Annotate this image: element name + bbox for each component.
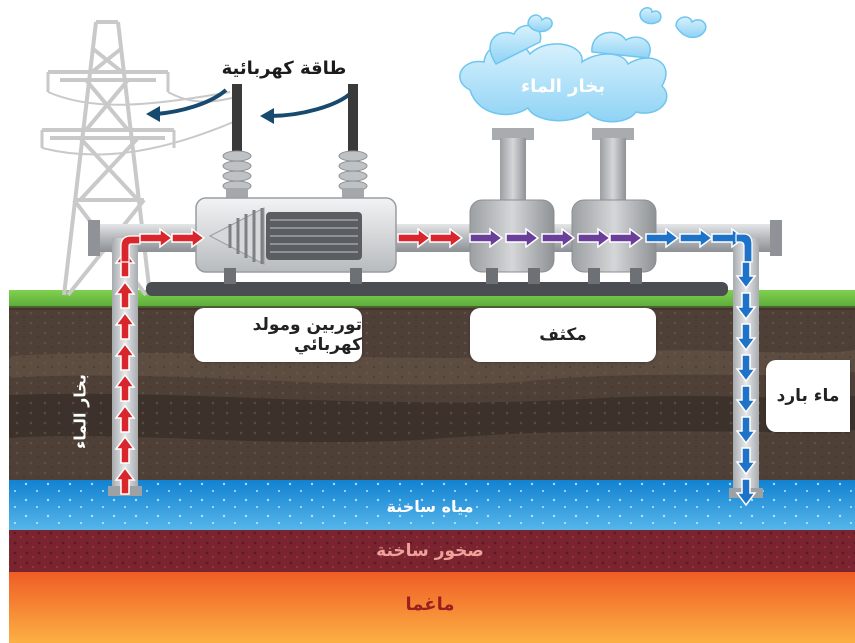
cold-water-down-arrow	[735, 416, 757, 445]
generator-terminals	[222, 84, 368, 200]
cold-water-down-arrow	[735, 354, 757, 383]
condensing-right-arrow	[609, 227, 644, 249]
cold-water-down-arrow	[735, 323, 757, 352]
cold-water-down-arrow	[735, 385, 757, 414]
electric-power-label: طاقة كهربائية	[221, 58, 347, 79]
ground-layers	[9, 290, 855, 643]
condenser-label: مكثف	[470, 308, 656, 362]
plant-base	[146, 282, 728, 296]
steam-up-arrow	[114, 280, 136, 309]
steam-right-arrow	[139, 227, 174, 249]
cold-water-right-arrow	[645, 227, 680, 249]
steam-up-arrow	[114, 373, 136, 402]
cold-water-down-arrow	[735, 261, 757, 290]
turbine-generator-label: توربين ومولد كهربائي	[194, 308, 362, 362]
steam-elbow-arrow	[120, 235, 141, 263]
magma-label: ماغما	[405, 594, 455, 615]
cloud-icon	[459, 7, 707, 123]
cold-water-down-arrow	[735, 447, 757, 476]
flow-arrows	[114, 227, 757, 507]
hot-water-label: مياه ساخنة	[386, 497, 474, 516]
turbine-generator-machine	[195, 197, 397, 284]
steam-up-arrow	[114, 311, 136, 340]
magma-layer	[9, 570, 855, 643]
cold-water-down-arrow	[735, 478, 757, 507]
condensing-right-arrow	[505, 227, 540, 249]
cold-water-down-arrow	[735, 292, 757, 321]
water-vapor-side-label: بخار الماء	[70, 374, 90, 449]
water-vapor-cloud-label: بخار الماء	[520, 76, 606, 97]
condensing-right-arrow	[577, 227, 612, 249]
condenser-units	[469, 128, 657, 284]
hot-rocks-label: صخور ساخنة	[376, 541, 484, 561]
steam-right-arrow	[171, 227, 206, 249]
steam-right-arrow	[397, 227, 432, 249]
condensing-right-arrow	[469, 227, 504, 249]
power-arrows	[146, 88, 354, 124]
cold-water-label: ماء بارد	[766, 360, 850, 432]
steam-up-arrow	[114, 404, 136, 433]
steam-up-arrow	[114, 342, 136, 371]
steam-right-arrow	[429, 227, 464, 249]
condensing-right-arrow	[541, 227, 576, 249]
steam-up-arrow	[114, 466, 136, 495]
steam-up-arrow	[114, 435, 136, 464]
cold-water-right-arrow	[679, 227, 714, 249]
